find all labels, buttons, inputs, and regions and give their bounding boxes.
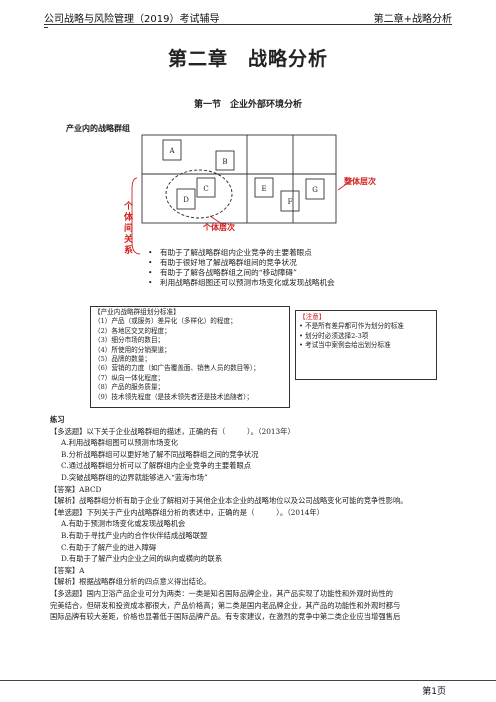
criteria-item: （7）纵向一体化程度； <box>94 373 165 382</box>
criteria-item: （1）产品（或服务）差异化（多样化）的程度； <box>94 317 237 326</box>
criteria-title: 【产业内战略群组划分标准】 <box>94 308 180 316</box>
note-item: • 划分时必须选择2-3项 <box>299 331 369 340</box>
chapter-title: 第二章 战略分析 <box>167 48 328 70</box>
header-rule <box>44 24 452 25</box>
cell-b-label: B <box>222 158 227 166</box>
label-whole-level: 整体层次 <box>344 176 376 186</box>
criteria-item: …… <box>94 402 108 411</box>
footer-rule <box>0 680 496 681</box>
doc-header-left: 公司战略与风险管理（2019）考试辅导 <box>44 14 220 25</box>
criteria-box: 【产业内战略群组划分标准】 （1）产品（或服务）差异化（多样化）的程度； （2）… <box>90 306 290 411</box>
pointer-individual <box>209 215 226 227</box>
option: C.通过战略群组分析可以了解群组内企业竞争的主要着眼点 <box>61 461 252 471</box>
criteria-item: （5）品牌的数量； <box>94 355 151 364</box>
cell-e-box <box>254 177 274 198</box>
criteria-item: （6）营销的力度（如广告覆盖面、销售人员的数目等）； <box>94 364 260 373</box>
strategic-group-diagram: A B C D E F G <box>131 134 353 255</box>
question-1: 【多选题】以下关于企业战略群组的描述，正确的有（ ）。（2013年） <box>50 426 295 436</box>
option: B.分析战略群组可以更好地了解不同战略群组之间的竞争状况 <box>61 449 259 459</box>
question-3-line: 【多选题】国内卫浴产品企业可分为两类：一类是知名国际品牌企业，其产品实现了功能性… <box>50 588 393 598</box>
page-number: 第1页 <box>422 687 446 697</box>
exercise-section: 练习 【多选题】以下关于企业战略群组的描述，正确的有（ ）。（2013年） A.… <box>50 414 454 623</box>
answer-1: 【答案】ABCD <box>50 484 102 494</box>
doc-header-right: 第二章+战略分析 <box>373 14 452 25</box>
cell-g-box <box>305 178 325 200</box>
subheading: 产业内的战略群组 <box>66 123 130 133</box>
individual-ellipse <box>165 169 233 219</box>
criteria-item: （4）所使用的分销渠道； <box>94 345 171 354</box>
note-title: 【注意】 <box>299 313 326 321</box>
option: C.有助于了解产业的进入障碍 <box>61 542 157 552</box>
cell-f-label: F <box>288 198 293 206</box>
criteria-item: （3）细分市场的数目； <box>94 336 165 345</box>
group-benefits-list: 有助于了解战略群组内企业竞争的主要着眼点 有助于很好地了解战略群组间的竞争状况 … <box>148 248 335 288</box>
vertical-brace <box>131 177 141 255</box>
criteria-item: （8）产品的服务质量； <box>94 383 165 392</box>
benefit-item: 有助于很好地了解战略群组间的竞争状况 <box>148 258 335 268</box>
cell-a-box <box>162 139 182 161</box>
question-2: 【单选题】下列关于产业内战略群组分析的表述中，正确的是（ ）。（2014年） <box>50 507 324 517</box>
note-item: • 不是所有差异都可作为划分的标准 <box>299 322 404 331</box>
cell-b-box <box>215 150 235 171</box>
analysis-2: 【解析】根据战略群组分析的四点意义得出结论。 <box>50 577 211 587</box>
label-individual-level: 个体层次 <box>203 222 235 232</box>
option: D.突破战略群组的边界就能够进入“蓝海市场” <box>61 472 208 482</box>
exercise-heading: 练习 <box>50 415 65 424</box>
question-3-line: 国际品牌有较大差距，价格也显著低于国际品牌产品。有专家建议，在激烈的竞争中第二类… <box>50 612 401 622</box>
answer-2: 【答案】A <box>50 565 85 575</box>
grid-outer <box>141 134 337 224</box>
cell-f-box <box>280 190 300 212</box>
option: A.有助于预测市场变化或发现战略机会 <box>61 519 186 529</box>
cell-a-label: A <box>168 147 175 155</box>
question-3-line: 完美结合，但研发和投资成本都很大，产品价格高；第二类是国内老品牌企业，其产品的功… <box>50 600 401 610</box>
option: B.有助于寻找产业内的合作伙伴结成战略联盟 <box>61 530 208 540</box>
cell-c-box <box>196 177 216 198</box>
header-mark <box>44 27 48 28</box>
analysis-1: 【解析】战略群组分析有助于企业了解相对于其他企业本企业的战略地位以及公司战略变化… <box>50 496 408 506</box>
cell-e-label: E <box>261 185 266 193</box>
option: A.利用战略群组图可以预测市场变化 <box>61 438 179 448</box>
section-title: 第一节 企业外部环境分析 <box>193 100 302 110</box>
benefit-item: 有助于了解各战略群组之间的“移动障碍” <box>148 268 335 278</box>
criteria-item: （9）技术领先程度（是技术领先者还是技术追随者）； <box>94 392 254 401</box>
note-item: • 考试当中案例会给出划分标准 <box>299 341 391 350</box>
pointer-whole <box>337 179 353 191</box>
cell-c-label: C <box>203 185 208 193</box>
benefit-item: 利用战略群组图还可以预测市场变化或发现战略机会 <box>148 278 335 288</box>
cell-d-box <box>176 188 196 210</box>
cell-d-label: D <box>183 196 189 204</box>
cell-g-label: G <box>312 186 318 194</box>
option: D.有助于了解产业内企业之间的纵向或横向的联系 <box>61 554 223 564</box>
benefit-item: 有助于了解战略群组内企业竞争的主要着眼点 <box>148 248 335 258</box>
note-box: 【注意】 • 不是所有差异都可作为划分的标准 • 划分时必须选择2-3项 • 考… <box>295 310 437 380</box>
label-inter-individual: 个体间关系 <box>124 202 134 256</box>
criteria-item: （2）各地区交叉的程度； <box>94 326 171 335</box>
